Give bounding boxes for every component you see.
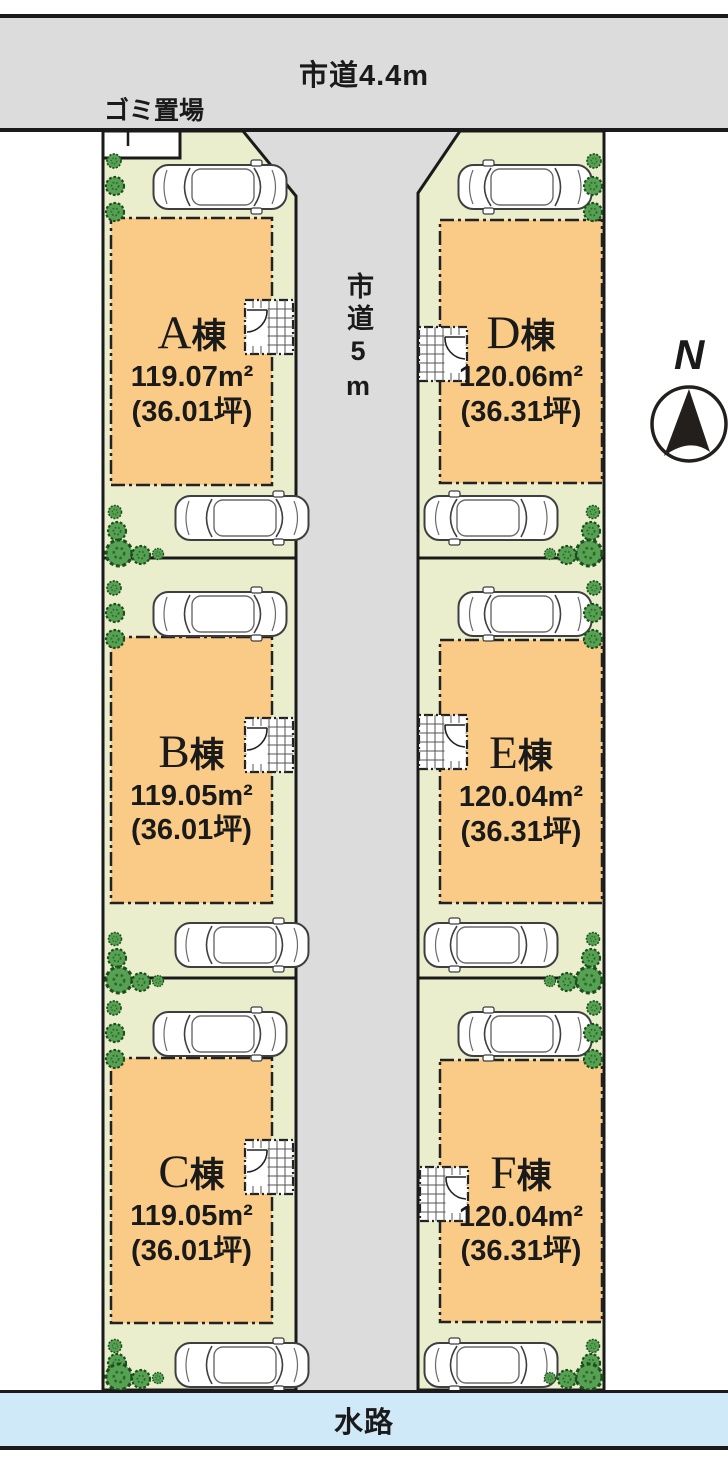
center-road-label: 市道5m xyxy=(343,272,373,406)
car-icon xyxy=(423,490,559,546)
top-road-label: 市道4.4m xyxy=(298,60,430,92)
car-icon xyxy=(457,1006,593,1062)
entrance-porch-icon xyxy=(243,1138,295,1196)
waterway: 水路 xyxy=(0,1390,728,1450)
entrance-porch-icon xyxy=(418,1165,470,1223)
entrance-porch-icon xyxy=(417,713,469,771)
car-icon xyxy=(423,1337,559,1393)
car-icon xyxy=(152,159,288,215)
entrance-porch-icon xyxy=(243,298,295,356)
waterway-label: 水路 xyxy=(333,1406,394,1439)
car-icon xyxy=(174,490,310,546)
car-icon xyxy=(174,1337,310,1393)
entrance-porch-icon xyxy=(243,716,295,774)
garbage-place-box xyxy=(101,129,182,160)
building-e-footprint xyxy=(438,638,604,905)
car-icon xyxy=(457,586,593,642)
top-road: 市道4.4m xyxy=(0,14,728,132)
car-icon xyxy=(152,586,288,642)
garbage-place-label: ゴミ置場 xyxy=(104,97,205,125)
car-icon xyxy=(152,1006,288,1062)
car-icon xyxy=(423,917,559,973)
center-road-surface xyxy=(245,131,462,1390)
car-icon xyxy=(457,159,593,215)
compass-north-label: N xyxy=(674,331,705,378)
entrance-porch-icon xyxy=(417,325,469,383)
north-compass-icon xyxy=(650,385,728,463)
car-icon xyxy=(174,917,310,973)
